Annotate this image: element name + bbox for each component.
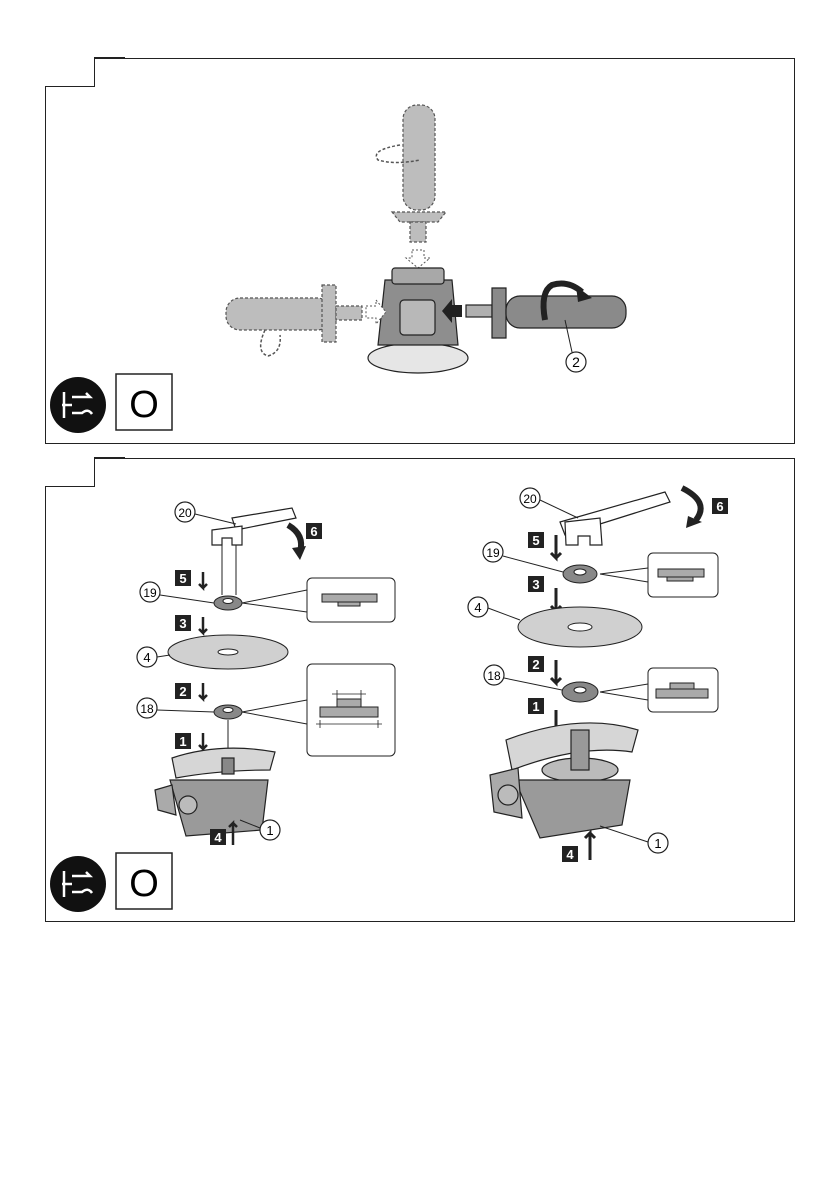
step-3-right: 3 [532,577,539,592]
callout-nut-right: 19 [486,546,500,560]
grinder-head-left [155,748,275,836]
step-4-left: 4 [214,830,222,845]
step-6-right: 6 [716,499,723,514]
step-1-left: 1 [179,734,186,749]
callout-wrench-right: 20 [523,492,537,506]
step-1-right: 1 [532,699,539,714]
step-4-right: 4 [566,847,574,862]
callout-flange-right: 18 [487,669,501,683]
wrench-right [560,492,670,545]
step-3-left: 3 [179,616,186,631]
step-2-left: 2 [179,684,186,699]
step-6-left: 6 [310,524,317,539]
callout-wrench-left: 20 [178,506,192,520]
callout-flange-left: 18 [140,702,154,716]
wrench-left [212,508,296,545]
step-5-right: 5 [532,533,539,548]
step-2-right: 2 [532,657,539,672]
callout-lock-right: 1 [654,836,661,851]
grinder-head-right [490,723,638,838]
callout-lock-left: 1 [266,823,273,838]
disconnect-badge-label-bottom: O [129,863,159,905]
callout-disc-right: 4 [474,600,481,615]
unplug-icon-bottom [50,856,106,912]
callout-disc-left: 4 [143,650,150,665]
callout-nut-left: 19 [143,586,157,600]
step-5-left: 5 [179,571,186,586]
